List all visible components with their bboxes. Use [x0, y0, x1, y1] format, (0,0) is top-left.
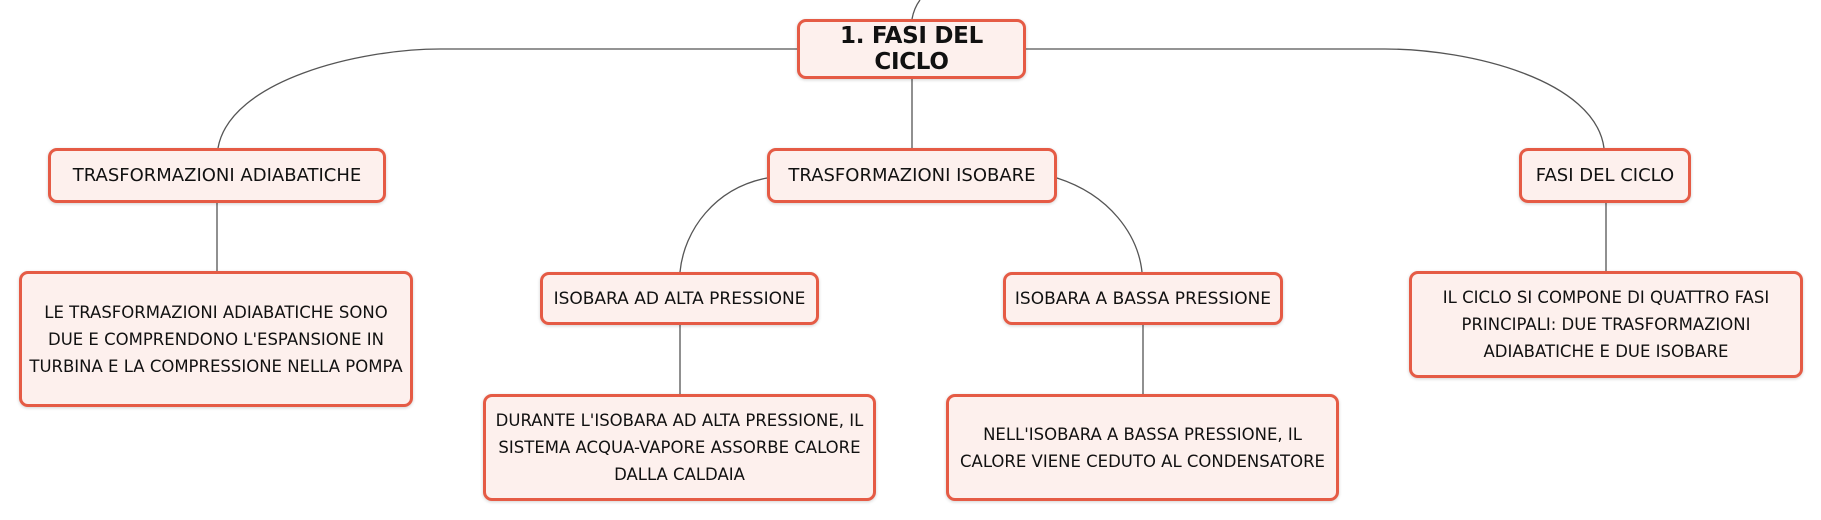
- subtopic-label: ISOBARA AD ALTA PRESSIONE: [553, 288, 806, 309]
- connector-isobare-to-alta: [679, 177, 768, 273]
- description-node-alta-pressione[interactable]: DURANTE L'ISOBARA AD ALTA PRESSIONE, IL …: [483, 394, 876, 501]
- topic-node-trasformazioni-isobare[interactable]: TRASFORMAZIONI ISOBARE: [767, 148, 1057, 203]
- subtopic-label: ISOBARA A BASSA PRESSIONE: [1014, 288, 1272, 309]
- topic-node-trasformazioni-adiabatiche[interactable]: TRASFORMAZIONI ADIABATICHE: [48, 148, 386, 203]
- topic-label: FASI DEL CICLO: [1535, 165, 1675, 186]
- root-topic-node[interactable]: 1. FASI DEL CICLO: [797, 19, 1026, 79]
- connector-isobare-to-bassa: [1056, 177, 1143, 273]
- description-node-adiabatiche[interactable]: LE TRASFORMAZIONI ADIABATICHE SONO DUE E…: [19, 271, 413, 407]
- description-text: DURANTE L'ISOBARA AD ALTA PRESSIONE, IL …: [495, 411, 864, 484]
- topic-label: TRASFORMAZIONI ADIABATICHE: [72, 165, 362, 186]
- connector-root-to-fasi: [1026, 48, 1605, 149]
- connector-root-to-adiabatiche: [217, 48, 797, 149]
- description-text: LE TRASFORMAZIONI ADIABATICHE SONO DUE E…: [29, 302, 403, 376]
- connector-parent-to-root: [911, 0, 921, 20]
- root-topic-label: 1. FASI DEL CICLO: [840, 23, 983, 75]
- description-node-fasi-del-ciclo[interactable]: IL CICLO SI COMPONE DI QUATTRO FASI PRIN…: [1409, 271, 1803, 378]
- description-node-bassa-pressione[interactable]: NELL'ISOBARA A BASSA PRESSIONE, IL CALOR…: [946, 394, 1339, 501]
- description-text: NELL'ISOBARA A BASSA PRESSIONE, IL CALOR…: [960, 424, 1325, 471]
- description-text: IL CICLO SI COMPONE DI QUATTRO FASI PRIN…: [1442, 288, 1770, 361]
- topic-node-fasi-del-ciclo[interactable]: FASI DEL CICLO: [1519, 148, 1691, 203]
- subtopic-node-isobara-bassa-pressione[interactable]: ISOBARA A BASSA PRESSIONE: [1003, 272, 1283, 325]
- topic-label: TRASFORMAZIONI ISOBARE: [788, 165, 1036, 186]
- subtopic-node-isobara-alta-pressione[interactable]: ISOBARA AD ALTA PRESSIONE: [540, 272, 819, 325]
